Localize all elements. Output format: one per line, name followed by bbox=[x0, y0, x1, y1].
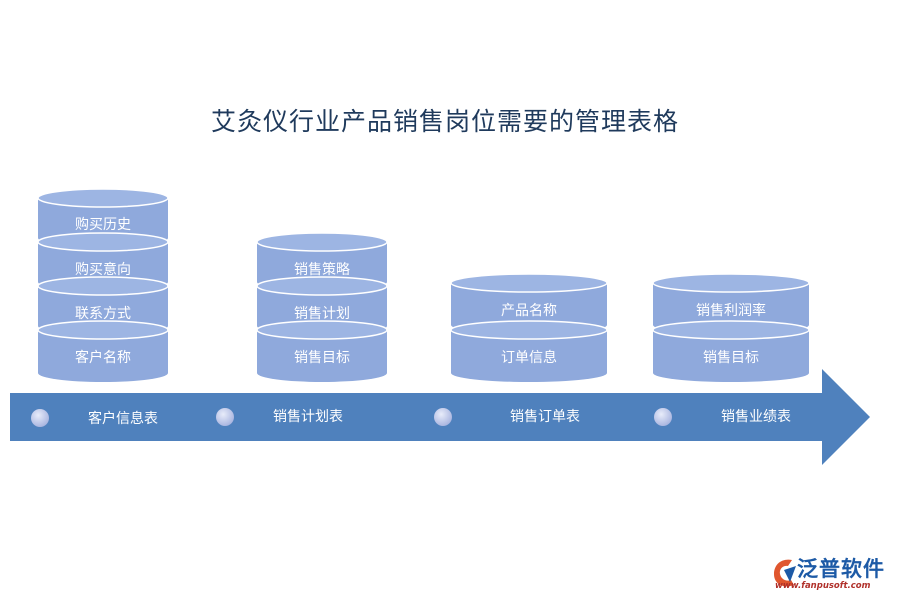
arrow-stop: 销售订单表 bbox=[434, 408, 580, 426]
field-label: 购买历史 bbox=[75, 217, 131, 233]
brand-name: 泛普软件 bbox=[797, 557, 885, 581]
timeline-dot bbox=[216, 408, 234, 426]
field-label: 销售目标 bbox=[703, 350, 759, 366]
field-label: 客户名称 bbox=[75, 349, 131, 366]
table-name-label: 客户信息表 bbox=[88, 410, 158, 427]
brand-url: www.fanpusoft.com bbox=[775, 581, 871, 591]
cylinder-segment: 销售利润率 bbox=[652, 273, 810, 334]
cylinder-segment: 销售目标 bbox=[652, 320, 810, 382]
cylinder-stack: 购买历史 购买意向 联系方式 客户名称 bbox=[37, 188, 169, 382]
field-label: 联系方式 bbox=[75, 306, 131, 322]
field-label: 销售策略 bbox=[294, 261, 350, 278]
cylinder-stack: 产品名称 订单信息 bbox=[450, 273, 608, 382]
field-label: 销售利润率 bbox=[696, 302, 766, 319]
timeline-dot bbox=[654, 408, 672, 426]
field-label: 销售计划 bbox=[294, 306, 350, 322]
field-label: 销售目标 bbox=[294, 350, 350, 366]
timeline-dot bbox=[434, 408, 452, 426]
table-name-label: 销售业绩表 bbox=[721, 409, 791, 425]
field-label: 订单信息 bbox=[501, 349, 557, 366]
cylinder-segment: 客户名称 bbox=[37, 320, 169, 382]
cylinder-segment: 产品名称 bbox=[450, 273, 608, 334]
cylinder-segment: 销售目标 bbox=[256, 320, 388, 382]
field-label: 产品名称 bbox=[501, 303, 557, 319]
field-label: 购买意向 bbox=[75, 261, 131, 278]
cylinder-stack: 销售利润率 销售目标 bbox=[652, 273, 810, 382]
diagram-title: 艾灸仪行业产品销售岗位需要的管理表格 bbox=[210, 107, 679, 136]
table-name-label: 销售计划表 bbox=[273, 409, 343, 425]
cylinder-segment: 订单信息 bbox=[450, 320, 608, 382]
table-name-label: 销售订单表 bbox=[510, 409, 580, 425]
cylinder-stack: 销售策略 销售计划 销售目标 bbox=[256, 232, 388, 382]
arrow-stop: 销售业绩表 bbox=[654, 408, 791, 426]
brand-logo-icon bbox=[774, 559, 796, 587]
arrow-stop: 销售计划表 bbox=[216, 408, 343, 426]
timeline-dot bbox=[31, 409, 49, 427]
arrow-stop: 客户信息表 bbox=[31, 409, 158, 427]
